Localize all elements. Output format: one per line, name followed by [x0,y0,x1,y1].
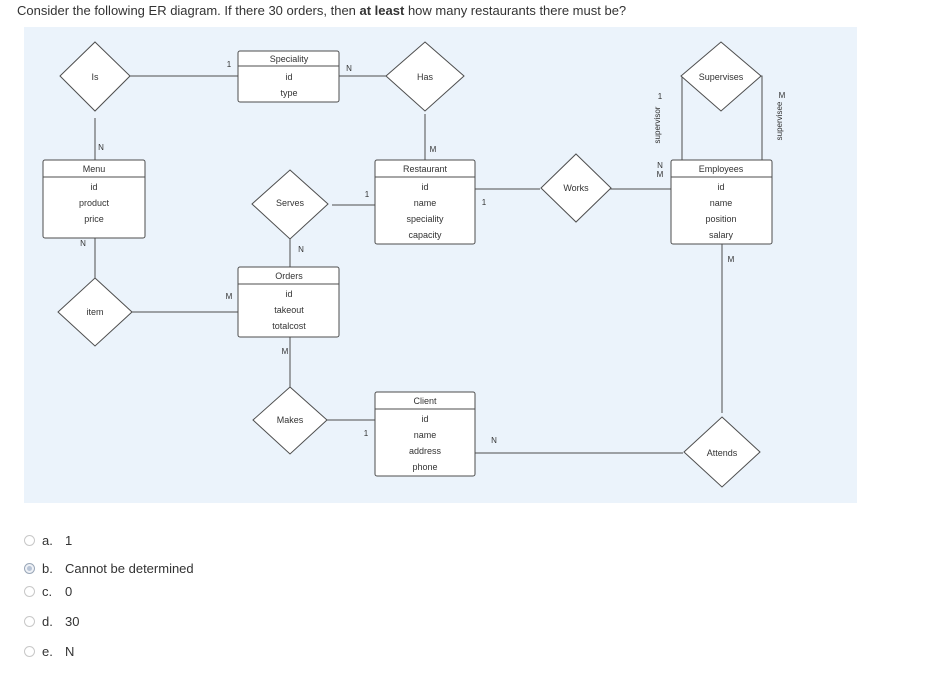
restaurant-attr-speciality: speciality [406,214,444,224]
option-a-text: 1 [65,532,73,548]
option-e-letter: e. [42,643,53,659]
orders-attr-totalcost: totalcost [272,321,306,331]
restaurant-attr-name: name [414,198,437,208]
entity-employees-title: Employees [699,164,744,174]
employees-attr-salary: salary [709,230,734,240]
option-c[interactable]: c. 0 [24,581,72,601]
card-has-restaurant-m: M [430,145,437,154]
card-client-attends-n: N [491,436,497,445]
relationship-item-label: item [86,307,103,317]
entity-client-box [374,391,476,477]
card-serves-orders-n: N [298,245,304,254]
option-e-radio[interactable] [24,645,35,657]
option-d[interactable]: d. 30 [24,611,79,631]
employees-attr-id: id [717,182,724,192]
option-d-text: 30 [65,613,80,629]
option-e-text: N [65,643,75,659]
relationship-has [385,41,465,112]
card-menu-item-n: N [80,239,86,248]
orders-attr-id: id [285,289,292,299]
question-text: Consider the following ER diagram. If th… [17,3,626,18]
menu-attr-product: product [79,198,110,208]
relationship-item [57,277,133,347]
option-b-text: Cannot be determined [65,560,194,576]
option-a-radio[interactable] [24,534,35,546]
client-attr-name: name [414,430,437,440]
entity-client-title: Client [413,396,437,406]
client-attr-id: id [421,414,428,424]
relationship-supervises [680,41,762,112]
employees-attr-position: position [705,214,736,224]
option-b-letter: b. [42,560,53,576]
card-item-orders-m: M [226,292,233,301]
option-b-radio[interactable] [24,562,35,574]
entity-menu-box [42,159,146,239]
option-a[interactable]: a. 1 [24,530,72,550]
card-supervisor-1: 1 [658,92,663,101]
restaurant-attr-id: id [421,182,428,192]
entity-restaurant-title: Restaurant [403,164,448,174]
relationship-supervises-label: Supervises [699,72,744,82]
restaurant-attr-capacity: capacity [408,230,442,240]
card-supervisor-n: N [657,161,663,170]
entity-menu-title: Menu [83,164,106,174]
relationship-serves-label: Serves [276,198,305,208]
option-a-letter: a. [42,532,53,548]
relationship-attends [683,416,761,488]
card-serves-restaurant-1: 1 [365,190,370,199]
entity-speciality-box [237,50,340,103]
relationship-makes-label: Makes [277,415,304,425]
er-diagram-canvas: Speciality id type Menu id product price… [24,27,857,503]
role-supervisor-label: supervisor [653,106,662,143]
card-supervisee-m: M [779,91,786,100]
question-after: how many restaurants there must be? [404,3,627,18]
speciality-attr-type: type [280,88,297,98]
client-attr-address: address [409,446,442,456]
card-restaurant-works-1: 1 [482,198,487,207]
relationship-has-label: Has [417,72,434,82]
relationship-is [59,41,131,112]
entity-orders-title: Orders [275,271,303,281]
option-b[interactable]: b. Cannot be determined [24,558,194,578]
employees-attr-name: name [710,198,733,208]
card-is-menu-n: N [98,143,104,152]
card-makes-client-1: 1 [364,429,369,438]
entity-speciality-title: Speciality [270,54,309,64]
relationship-attends-label: Attends [707,448,738,458]
relationship-works [540,153,612,223]
card-has-speciality-n: N [346,64,352,73]
relationship-makes [252,386,328,455]
client-attr-phone: phone [412,462,437,472]
menu-attr-id: id [90,182,97,192]
question-emphasis: at least [359,3,405,18]
relationship-is-label: Is [91,72,99,82]
option-c-letter: c. [42,583,53,599]
role-supervisee-label: supervisee [775,101,784,140]
question-before: Consider the following ER diagram. If th… [17,3,360,18]
option-e[interactable]: e. N [24,641,74,661]
option-c-radio[interactable] [24,585,35,597]
er-diagram: Speciality id type Menu id product price… [24,27,857,503]
relationship-serves [251,169,329,240]
entity-restaurant-box [374,159,476,245]
speciality-attr-id: id [285,72,292,82]
card-works-employees-m: M [657,170,664,179]
option-c-text: 0 [65,583,73,599]
relationship-works-label: Works [563,183,589,193]
card-speciality-has-1: 1 [227,60,232,69]
option-d-letter: d. [42,613,53,629]
entity-employees-box [670,159,773,245]
option-d-radio[interactable] [24,615,35,627]
menu-attr-price: price [84,214,104,224]
orders-attr-takeout: takeout [274,305,304,315]
card-orders-makes-m: M [282,347,289,356]
card-employees-attends-m: M [728,255,735,264]
